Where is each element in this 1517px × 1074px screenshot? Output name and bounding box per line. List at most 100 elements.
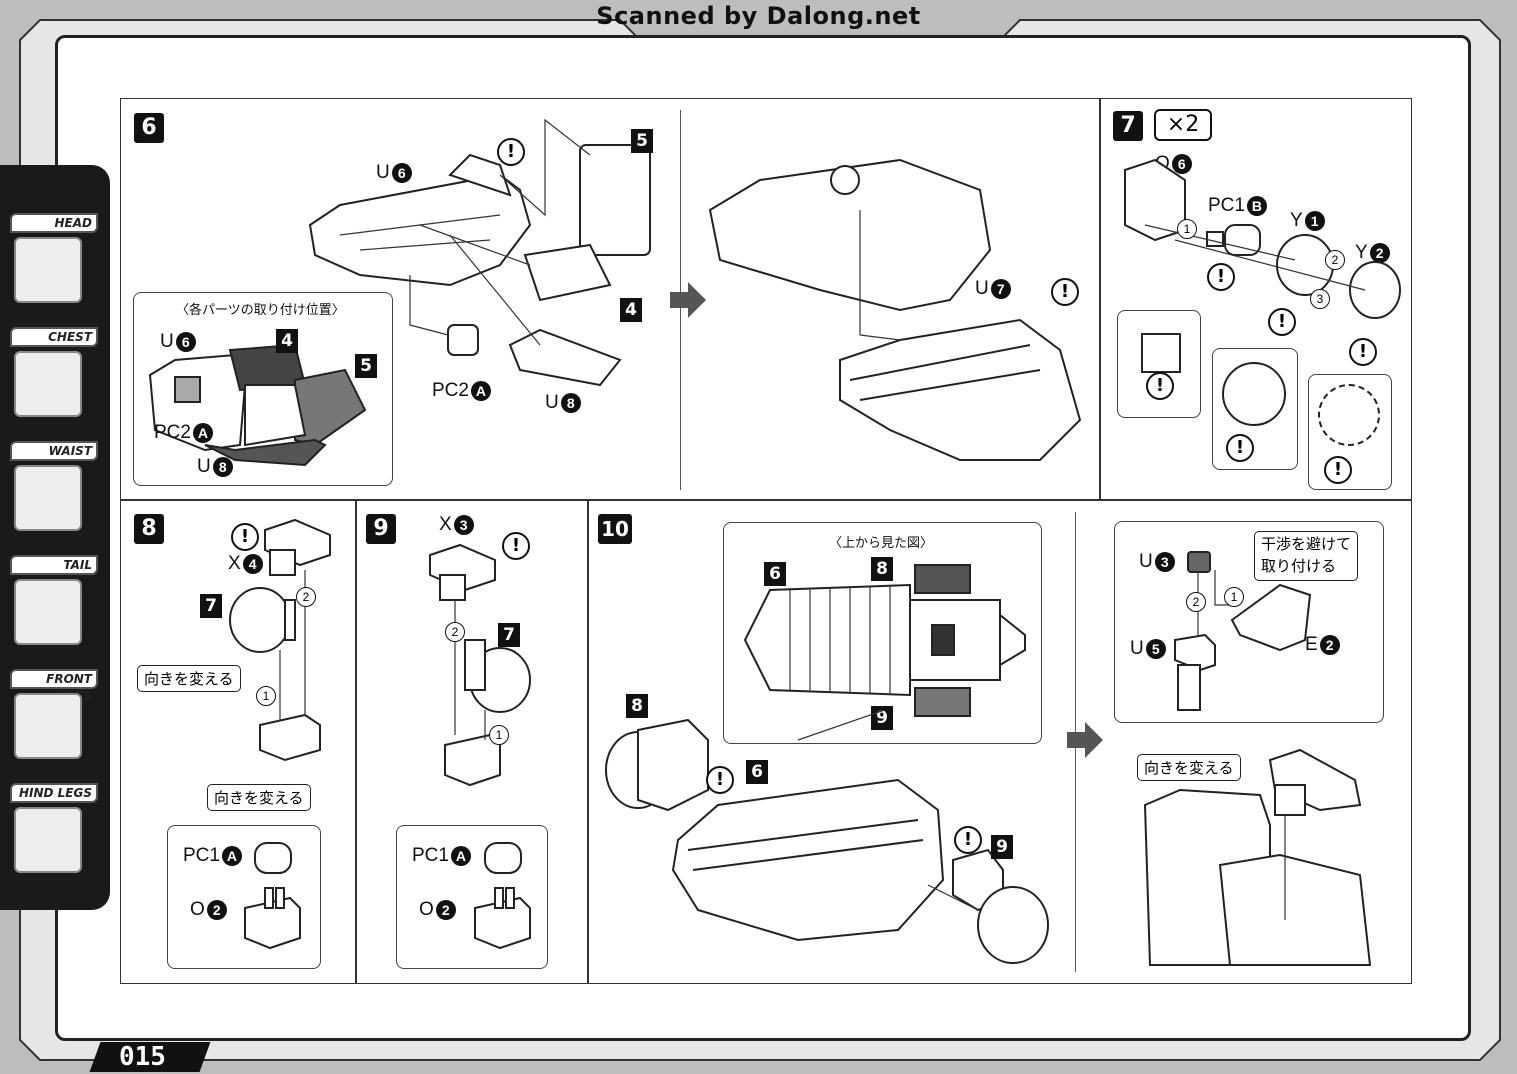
- tail-thumbnail: [14, 579, 82, 645]
- step7-seq-3: 3: [1310, 289, 1330, 309]
- tab-waist[interactable]: WAIST: [8, 441, 100, 541]
- step8-note-turn-1: 向きを変える: [137, 665, 241, 692]
- warning-icon: !: [231, 523, 259, 551]
- step9-detail-drawing: [474, 842, 531, 950]
- top-view-part-8: 8: [871, 557, 893, 581]
- pc2-letter: A: [470, 380, 491, 401]
- o6-number: 6: [1171, 153, 1192, 174]
- watermark: Scanned by Dalong.net: [596, 2, 921, 30]
- head-thumbnail: [14, 237, 82, 303]
- warning-icon: !: [1226, 434, 1254, 462]
- pc1-detail-shape: [1141, 333, 1181, 373]
- pc1-letter: A: [221, 845, 242, 866]
- tab-front-legs[interactable]: FRONT LEGS: [8, 669, 100, 769]
- step10-assembly-drawing: [605, 710, 1049, 964]
- step9-seq-1: 1: [489, 725, 509, 745]
- step10-note-turn: 向きを変える: [1137, 754, 1241, 781]
- step7-seq-1: 1: [1177, 219, 1197, 239]
- u3-number: 3: [1154, 551, 1175, 572]
- pc1-letter: A: [450, 845, 471, 866]
- step10-seq-1: 1: [1224, 587, 1244, 607]
- step10-part-9: 9: [991, 835, 1013, 859]
- next-arrow-icon: [670, 282, 706, 318]
- front-legs-thumbnail: [14, 693, 82, 759]
- step7-multiplier: ×2: [1154, 109, 1212, 141]
- u5-number: 5: [1145, 638, 1166, 659]
- warning-icon: !: [706, 766, 734, 794]
- step10-note-interfere: 干渉を避けて 取り付ける: [1254, 531, 1359, 581]
- tab-head[interactable]: HEAD: [8, 213, 100, 313]
- x4-number: 4: [242, 553, 263, 574]
- inset-u8-number: 8: [212, 456, 233, 477]
- y1-number: 1: [1304, 210, 1325, 231]
- step8-note-turn-2: 向きを変える: [207, 784, 311, 811]
- y2-detail-shape: [1318, 384, 1380, 446]
- step9-part-7: 7: [498, 623, 520, 647]
- top-view-part-9: 9: [871, 706, 893, 730]
- step8-seq-2: 2: [296, 587, 316, 607]
- section-sidebar: HEAD CHEST WAIST TAIL FRONT LEGS HIND LE…: [0, 165, 110, 910]
- step8-detail-drawing: [244, 842, 301, 950]
- step9-detail: [396, 825, 548, 969]
- step7-assembly-drawing: [1124, 158, 1401, 319]
- chest-thumbnail: [14, 351, 82, 417]
- u6-number: 6: [391, 162, 412, 183]
- tab-hind-legs[interactable]: HIND LEGS: [8, 783, 100, 883]
- pc1-letter: B: [1246, 195, 1267, 216]
- tab-label: HEAD: [10, 213, 98, 233]
- tab-label: HIND LEGS: [10, 783, 98, 803]
- tab-tail[interactable]: TAIL: [8, 555, 100, 655]
- inset-part-4: 4: [276, 329, 298, 353]
- step10-part-8: 8: [626, 694, 648, 718]
- step10-number: 10: [598, 514, 632, 544]
- inset-part-5: 5: [355, 354, 377, 378]
- next-arrow-icon: [1067, 722, 1103, 758]
- warning-icon: !: [1207, 263, 1235, 291]
- inset-pc2-letter: A: [192, 422, 213, 443]
- warning-icon: !: [1146, 372, 1174, 400]
- step10-detail-drawing: [1174, 551, 1312, 711]
- warning-icon: !: [1349, 338, 1377, 366]
- o2-number: 2: [206, 899, 227, 920]
- step10-part-6: 6: [746, 760, 768, 784]
- tab-label: FRONT LEGS: [10, 669, 98, 703]
- top-view-caption: 〈上から見た図〉: [829, 535, 934, 550]
- step9-assembly-drawing: [429, 543, 531, 787]
- hind-legs-thumbnail: [14, 807, 82, 873]
- warning-icon: !: [1324, 456, 1352, 484]
- step6-part-4: 4: [620, 298, 642, 322]
- warning-icon: !: [1268, 308, 1296, 336]
- step10-result-drawing: [1143, 748, 1372, 966]
- tab-label: TAIL: [10, 555, 98, 575]
- note-line-2: 取り付ける: [1261, 558, 1337, 575]
- tab-chest[interactable]: CHEST: [8, 327, 100, 427]
- inset-u6-number: 6: [175, 331, 196, 352]
- step8-seq-1: 1: [256, 686, 276, 706]
- step6-number: 6: [134, 113, 164, 143]
- y2-number: 2: [1369, 242, 1390, 263]
- u8-number: 8: [560, 392, 581, 413]
- step9-number: 9: [366, 514, 396, 544]
- step6-inset-drawing: [148, 343, 367, 467]
- warning-icon: !: [502, 532, 530, 560]
- step9-seq-2: 2: [445, 622, 465, 642]
- x3-number: 3: [453, 514, 474, 535]
- note-line-1: 干渉を避けて: [1261, 536, 1352, 553]
- step6-assembly-drawing: [308, 118, 651, 387]
